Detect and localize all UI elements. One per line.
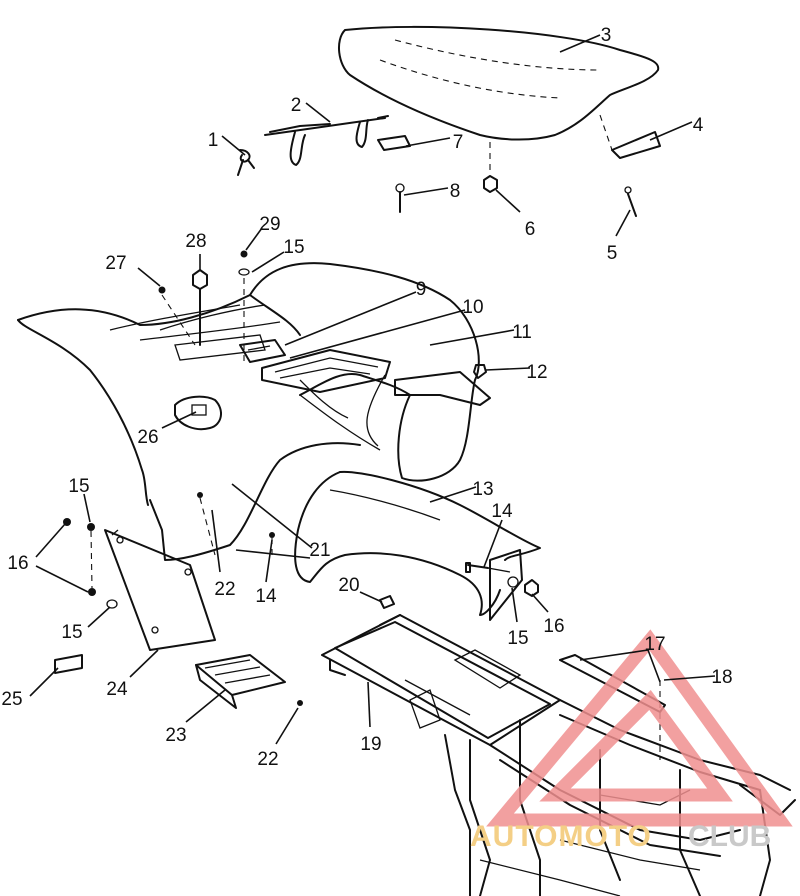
callout-16: 16 xyxy=(543,616,564,637)
callout-26: 26 xyxy=(137,427,158,448)
callout-15: 15 xyxy=(68,476,89,497)
callout-18: 18 xyxy=(711,667,732,688)
callout-16: 16 xyxy=(7,553,28,574)
callout-2: 2 xyxy=(291,95,302,116)
leader-lines xyxy=(29,34,716,745)
seat-nut xyxy=(483,142,498,193)
rear-fender xyxy=(17,262,480,561)
callout-15: 15 xyxy=(283,237,304,258)
latch-spring xyxy=(237,149,255,176)
callout-13: 13 xyxy=(472,479,493,500)
watermark-text-club: CLUB xyxy=(688,820,771,853)
mud-flap xyxy=(104,529,216,651)
mount-26 xyxy=(174,395,222,431)
callout-29: 29 xyxy=(259,214,280,235)
callout-5: 5 xyxy=(607,243,618,264)
callout-25: 25 xyxy=(1,689,22,710)
callout-19: 19 xyxy=(360,734,381,755)
callout-21: 21 xyxy=(309,540,330,561)
fender-extension xyxy=(394,371,491,406)
callout-23: 23 xyxy=(165,725,186,746)
callout-10: 10 xyxy=(462,297,483,318)
plate-25 xyxy=(54,654,83,674)
callout-11: 11 xyxy=(512,322,532,343)
callout-28: 28 xyxy=(185,231,206,252)
callout-6: 6 xyxy=(525,219,536,240)
callout-3: 3 xyxy=(601,25,612,46)
bracket-17 xyxy=(559,654,666,760)
callout-20: 20 xyxy=(338,575,359,596)
callout-24: 24 xyxy=(106,679,128,700)
callout-22: 22 xyxy=(214,579,235,600)
callout-15: 15 xyxy=(507,628,528,649)
callout-14: 14 xyxy=(491,501,513,522)
latch-bracket xyxy=(377,135,411,213)
callout-15: 15 xyxy=(61,622,82,643)
seat-bracket xyxy=(599,114,661,217)
watermark-text: AUTOMOTO xyxy=(470,820,652,853)
lower-panel xyxy=(294,470,541,616)
bolt-14-right xyxy=(465,562,511,573)
storage-lid xyxy=(239,339,391,393)
callout-17: 17 xyxy=(644,634,665,655)
callout-7: 7 xyxy=(453,132,464,153)
callout-4: 4 xyxy=(693,115,704,136)
footrest-bracket xyxy=(195,654,286,709)
seat xyxy=(338,25,660,141)
callout-9: 9 xyxy=(416,279,427,300)
seat-latch xyxy=(264,115,389,166)
callout-27: 27 xyxy=(105,253,126,274)
bracket-right xyxy=(489,549,539,621)
callout-22: 22 xyxy=(257,749,278,770)
screw-12 xyxy=(473,364,487,379)
callout-14: 14 xyxy=(255,586,277,607)
fasteners-top xyxy=(158,250,250,365)
callout-8: 8 xyxy=(450,181,461,202)
callout-1: 1 xyxy=(208,130,219,151)
callout-12: 12 xyxy=(526,362,547,383)
watermark-logo: AUTOMOTO CLUB xyxy=(470,629,793,853)
